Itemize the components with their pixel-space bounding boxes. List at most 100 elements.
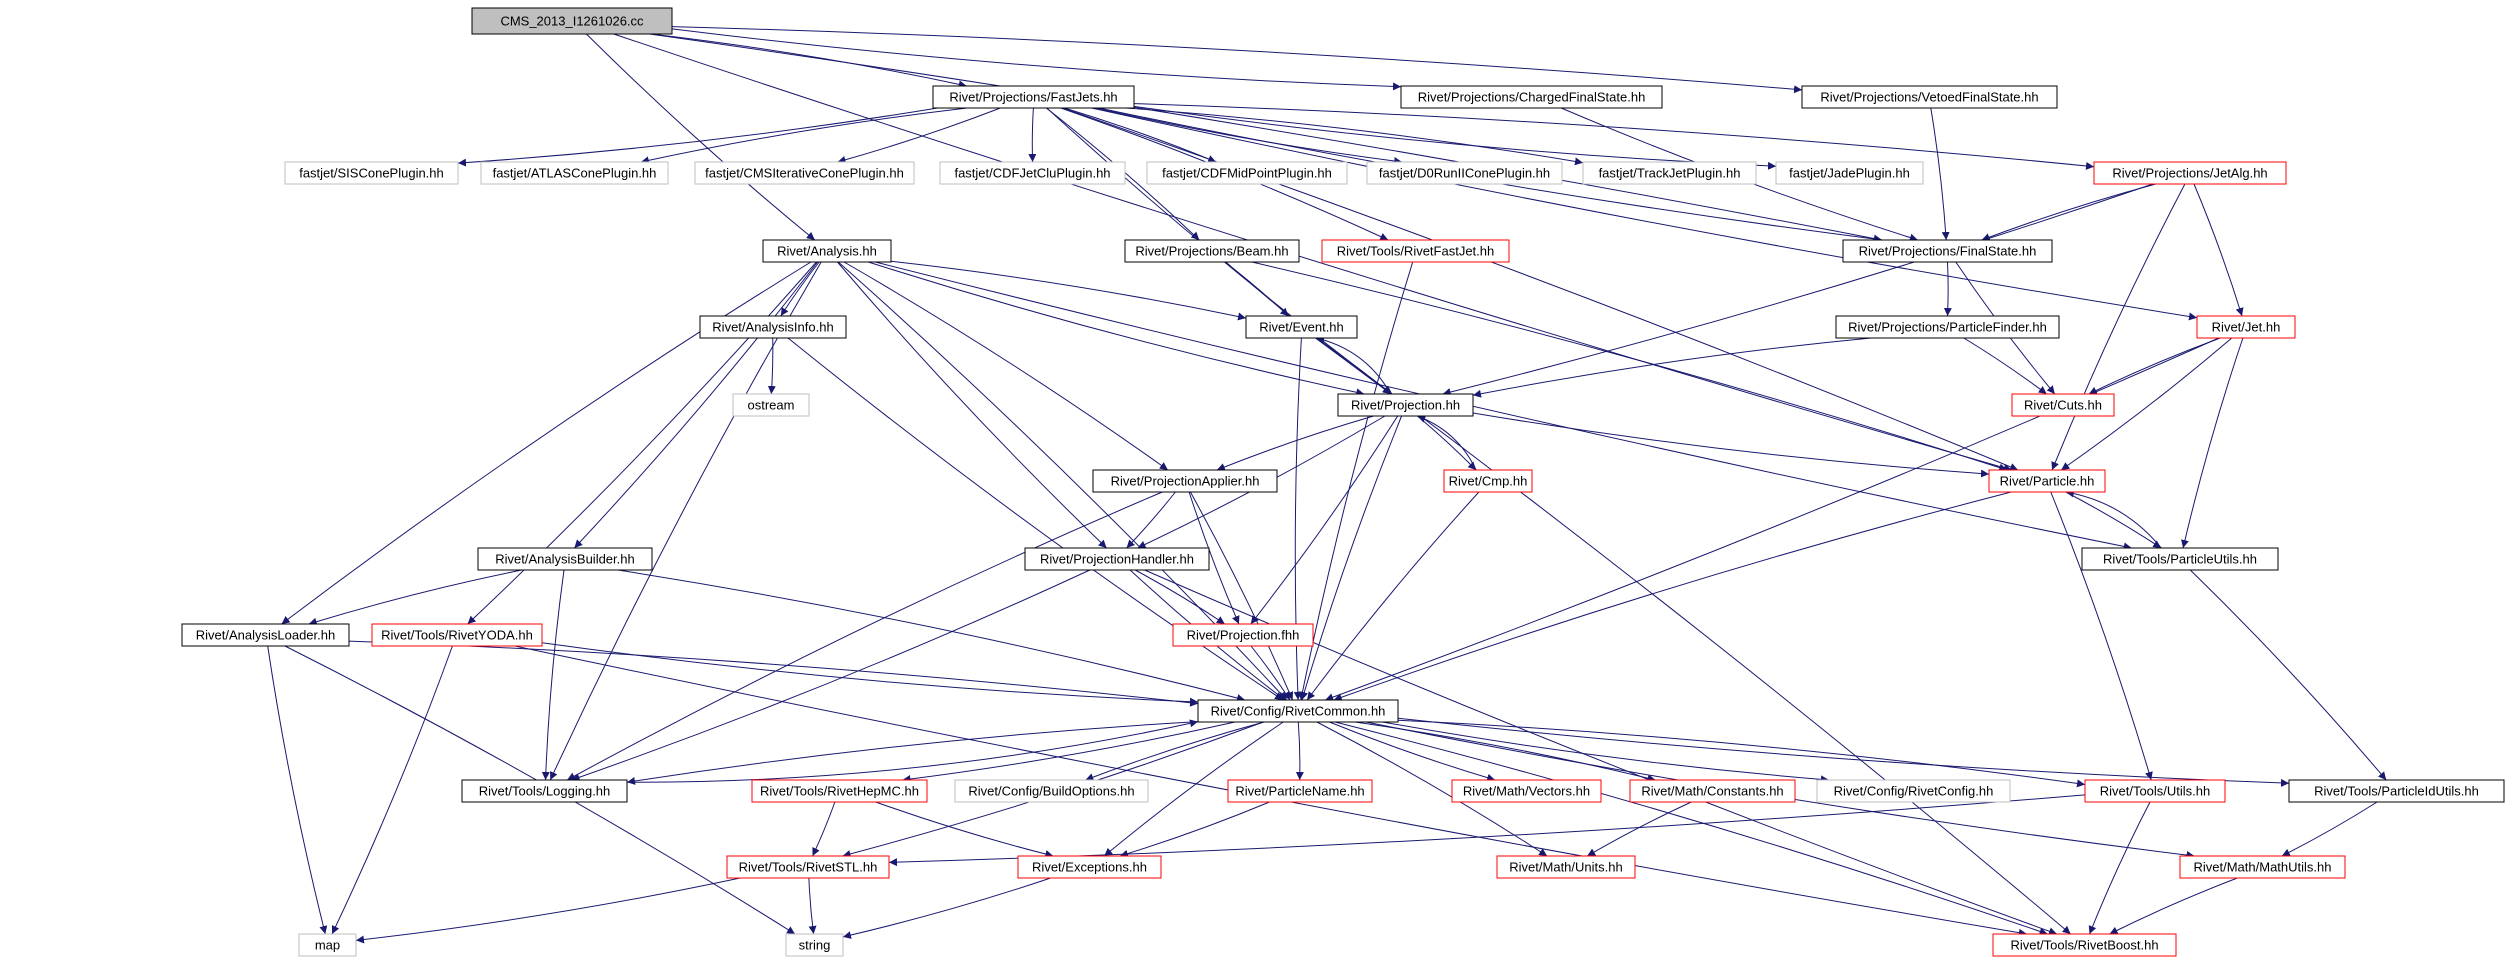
node-map-box bbox=[298, 933, 357, 957]
node-exceptions-label: Rivet/Exceptions.hh bbox=[1032, 860, 1147, 875]
node-chargedfs[interactable]: Rivet/Projections/ChargedFinalState.hh bbox=[1400, 85, 1663, 109]
edge-root-to-chargedfs bbox=[671, 28, 1402, 91]
node-particlename-box bbox=[1227, 779, 1373, 803]
node-units[interactable]: Rivet/Math/Units.hh bbox=[1496, 855, 1636, 879]
node-analysisinfo[interactable]: Rivet/AnalysisInfo.hh bbox=[699, 315, 847, 339]
node-analysisloader[interactable]: Rivet/AnalysisLoader.hh bbox=[181, 623, 350, 647]
node-ostream[interactable]: ostream bbox=[732, 393, 810, 417]
node-rivetboost[interactable]: Rivet/Tools/RivetBoost.hh bbox=[1992, 933, 2177, 957]
edge-rivetcommon-to-exceptions bbox=[1103, 721, 1284, 857]
node-cmsitcone[interactable]: fastjet/CMSIterativeConePlugin.hh bbox=[694, 161, 915, 185]
node-particlename-label: Rivet/ParticleName.hh bbox=[1235, 784, 1364, 799]
node-projapplier[interactable]: Rivet/ProjectionApplier.hh bbox=[1092, 469, 1278, 493]
node-trackjet[interactable]: fastjet/TrackJetPlugin.hh bbox=[1582, 161, 1757, 185]
node-mathutils[interactable]: Rivet/Math/MathUtils.hh bbox=[2179, 855, 2346, 879]
edge-fastjets-to-atlascone bbox=[640, 107, 968, 165]
node-particleidutils-box bbox=[2288, 779, 2505, 803]
node-particlefinder[interactable]: Rivet/Projections/ParticleFinder.hh bbox=[1835, 315, 2060, 339]
node-buildoptions[interactable]: Rivet/Config/BuildOptions.hh bbox=[954, 779, 1149, 803]
node-projection-label: Rivet/Projection.hh bbox=[1351, 398, 1460, 413]
node-root[interactable]: CMS_2013_I1261026.cc bbox=[471, 7, 673, 35]
node-map[interactable]: map bbox=[298, 933, 357, 957]
node-chargedfs-label: Rivet/Projections/ChargedFinalState.hh bbox=[1418, 90, 1646, 105]
node-jet-label: Rivet/Jet.hh bbox=[2212, 320, 2281, 335]
node-projfhh[interactable]: Rivet/Projection.fhh bbox=[1172, 623, 1314, 647]
edge-rivetfastjet-to-rivetcommon bbox=[1298, 261, 1414, 701]
node-vetoedfs-label: Rivet/Projections/VetoedFinalState.hh bbox=[1820, 90, 2038, 105]
node-siscone[interactable]: fastjet/SISConePlugin.hh bbox=[284, 161, 459, 185]
edge-root-to-particle bbox=[613, 33, 2012, 472]
node-rivetfastjet[interactable]: Rivet/Tools/RivetFastJet.hh bbox=[1321, 239, 1510, 263]
node-jetalg[interactable]: Rivet/Projections/JetAlg.hh bbox=[2093, 161, 2287, 185]
node-root-label: CMS_2013_I1261026.cc bbox=[500, 14, 644, 29]
node-trackjet-label: fastjet/TrackJetPlugin.hh bbox=[1599, 166, 1741, 181]
edge-analysis-to-event bbox=[890, 260, 1247, 321]
node-analysisbuilder[interactable]: Rivet/AnalysisBuilder.hh bbox=[477, 547, 653, 571]
edge-fastjets-to-cmsitcone bbox=[837, 107, 1001, 164]
node-cmp-box bbox=[1443, 469, 1533, 493]
node-rivetboost-label: Rivet/Tools/RivetBoost.hh bbox=[2010, 938, 2158, 953]
node-vetoedfs[interactable]: Rivet/Projections/VetoedFinalState.hh bbox=[1801, 85, 2058, 109]
node-logging[interactable]: Rivet/Tools/Logging.hh bbox=[461, 779, 628, 803]
edge-rivetcommon-to-units bbox=[1316, 721, 1548, 857]
node-exceptions[interactable]: Rivet/Exceptions.hh bbox=[1017, 855, 1162, 879]
node-projection[interactable]: Rivet/Projection.hh bbox=[1337, 393, 1474, 417]
node-cmsitcone-label: fastjet/CMSIterativeConePlugin.hh bbox=[705, 166, 904, 181]
node-particle[interactable]: Rivet/Particle.hh bbox=[1988, 469, 2106, 493]
node-map-label: map bbox=[315, 938, 340, 953]
node-rivetstl[interactable]: Rivet/Tools/RivetSTL.hh bbox=[726, 855, 890, 879]
edge-projection-to-cmp bbox=[1417, 415, 1477, 471]
edge-rivetcommon-to-toolsutils bbox=[1397, 719, 2086, 788]
node-cmp[interactable]: Rivet/Cmp.hh bbox=[1443, 469, 1533, 493]
edge-rivetcommon-to-constants bbox=[1354, 721, 1656, 782]
node-projection-box bbox=[1337, 393, 1474, 417]
node-cdfjetclu-box bbox=[939, 161, 1126, 185]
node-rivetfastjet-box bbox=[1321, 239, 1510, 263]
node-atlascone[interactable]: fastjet/ATLASConePlugin.hh bbox=[480, 161, 669, 185]
edge-particle-to-particleutils bbox=[2065, 491, 2162, 549]
node-rivetyoda[interactable]: Rivet/Tools/RivetYODA.hh bbox=[371, 623, 543, 647]
edge-fastjets-to-siscone bbox=[457, 107, 938, 167]
node-string-label: string bbox=[799, 938, 831, 953]
node-projhandler-box bbox=[1024, 547, 1210, 571]
node-rivetcommon[interactable]: Rivet/Config/RivetCommon.hh bbox=[1197, 699, 1399, 723]
node-jet[interactable]: Rivet/Jet.hh bbox=[2196, 315, 2296, 339]
node-particleidutils[interactable]: Rivet/Tools/ParticleIdUtils.hh bbox=[2288, 779, 2505, 803]
node-rivetboost-box bbox=[1992, 933, 2177, 957]
node-toolsutils-box bbox=[2084, 779, 2226, 803]
edge-exceptions-to-string bbox=[842, 877, 1051, 939]
node-particleutils[interactable]: Rivet/Tools/ParticleUtils.hh bbox=[2081, 547, 2279, 571]
node-d0run[interactable]: fastjet/D0RunIIConePlugin.hh bbox=[1366, 161, 1563, 185]
node-string[interactable]: string bbox=[785, 933, 844, 957]
node-particle-label: Rivet/Particle.hh bbox=[2000, 474, 2095, 489]
node-buildoptions-label: Rivet/Config/BuildOptions.hh bbox=[968, 784, 1134, 799]
node-vectors[interactable]: Rivet/Math/Vectors.hh bbox=[1451, 779, 1602, 803]
node-analysis[interactable]: Rivet/Analysis.hh bbox=[762, 239, 892, 263]
edge-fastjets-to-cdfjetclu bbox=[1028, 107, 1037, 163]
edge-projection-to-projapplier bbox=[1216, 415, 1374, 471]
edge-beam-to-particle bbox=[1251, 261, 2008, 472]
node-rivetconfig[interactable]: Rivet/Config/RivetConfig.hh bbox=[1816, 779, 2011, 803]
node-jade[interactable]: fastjet/JadePlugin.hh bbox=[1775, 161, 1924, 185]
node-beam[interactable]: Rivet/Projections/Beam.hh bbox=[1124, 239, 1300, 263]
node-analysisbuilder-box bbox=[477, 547, 653, 571]
edge-toolsutils-to-rivetboost bbox=[2088, 801, 2151, 935]
node-rivethepmc[interactable]: Rivet/Tools/RivetHepMC.hh bbox=[751, 779, 928, 803]
node-finalstate[interactable]: Rivet/Projections/FinalState.hh bbox=[1842, 239, 2053, 263]
node-cdfjetclu[interactable]: fastjet/CDFJetCluPlugin.hh bbox=[939, 161, 1126, 185]
node-fastjets[interactable]: Rivet/Projections/FastJets.hh bbox=[932, 85, 1135, 109]
node-cuts[interactable]: Rivet/Cuts.hh bbox=[2011, 393, 2115, 417]
edge-rivetcommon-to-buildoptions bbox=[1085, 721, 1265, 781]
edge-rivetyoda-to-map bbox=[331, 645, 453, 935]
node-fastjets-box bbox=[932, 85, 1135, 109]
node-particleutils-box bbox=[2081, 547, 2279, 571]
edge-rivetstl-to-map bbox=[355, 877, 741, 944]
node-toolsutils[interactable]: Rivet/Tools/Utils.hh bbox=[2084, 779, 2226, 803]
node-event[interactable]: Rivet/Event.hh bbox=[1245, 315, 1358, 339]
node-constants-label: Rivet/Math/Constants.hh bbox=[1641, 784, 1783, 799]
node-projhandler[interactable]: Rivet/ProjectionHandler.hh bbox=[1024, 547, 1210, 571]
node-particlename[interactable]: Rivet/ParticleName.hh bbox=[1227, 779, 1373, 803]
node-cdfmidpoint[interactable]: fastjet/CDFMidPointPlugin.hh bbox=[1146, 161, 1348, 185]
node-constants[interactable]: Rivet/Math/Constants.hh bbox=[1629, 779, 1796, 803]
